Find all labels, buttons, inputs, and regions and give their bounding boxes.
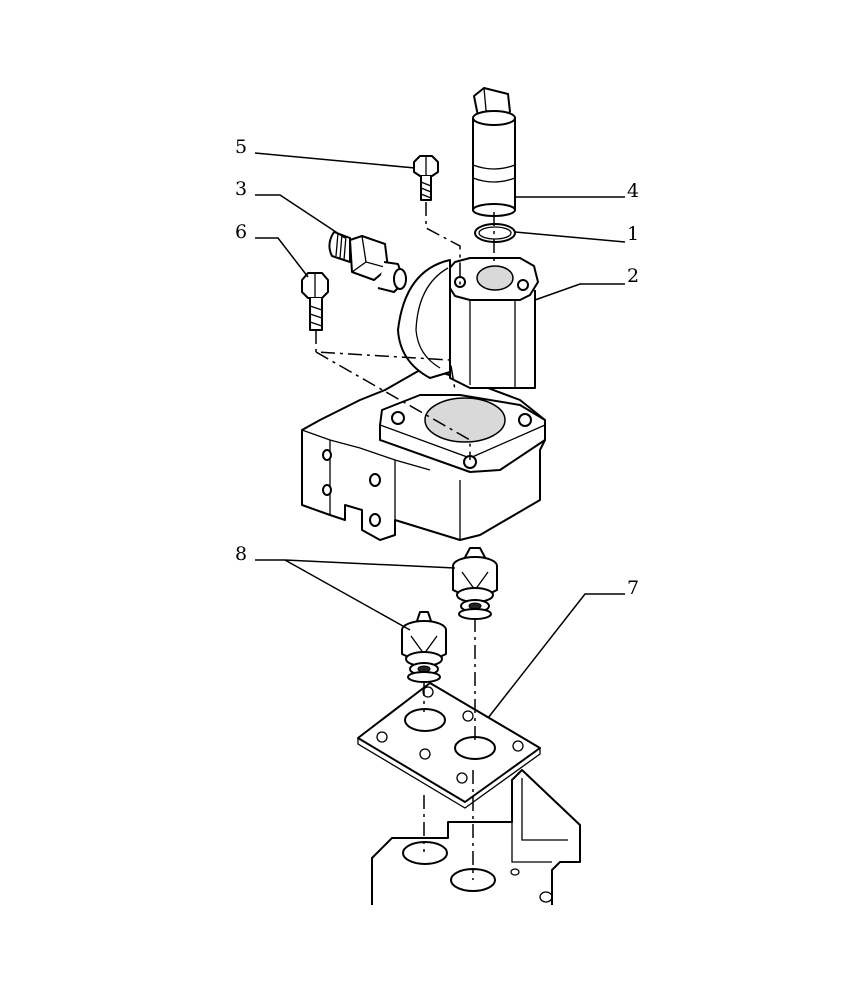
thermostat-housing (301, 369, 546, 541)
leader-lines (254, 152, 626, 719)
callout-3: 3 (235, 178, 247, 200)
assembly-centerlines (315, 202, 495, 880)
o-ring (474, 223, 516, 243)
thermostat-lower (401, 611, 447, 683)
temperature-sensor (472, 87, 516, 217)
thermostat-upper (452, 547, 498, 620)
callout-6: 6 (235, 221, 247, 243)
outlet-elbow (397, 257, 539, 389)
bolt-5 (413, 155, 439, 201)
callout-1: 1 (627, 223, 639, 245)
gasket (357, 682, 541, 809)
callout-5: 5 (235, 136, 247, 158)
callout-4: 4 (627, 180, 639, 202)
hose-fitting (328, 231, 407, 293)
bolt-6 (301, 272, 329, 331)
engine-head-casting (371, 769, 581, 905)
callout-7: 7 (627, 577, 639, 599)
callout-labels: 5 3 6 4 1 2 8 7 (235, 136, 639, 599)
callout-8: 8 (235, 543, 247, 565)
callout-2: 2 (627, 265, 639, 287)
